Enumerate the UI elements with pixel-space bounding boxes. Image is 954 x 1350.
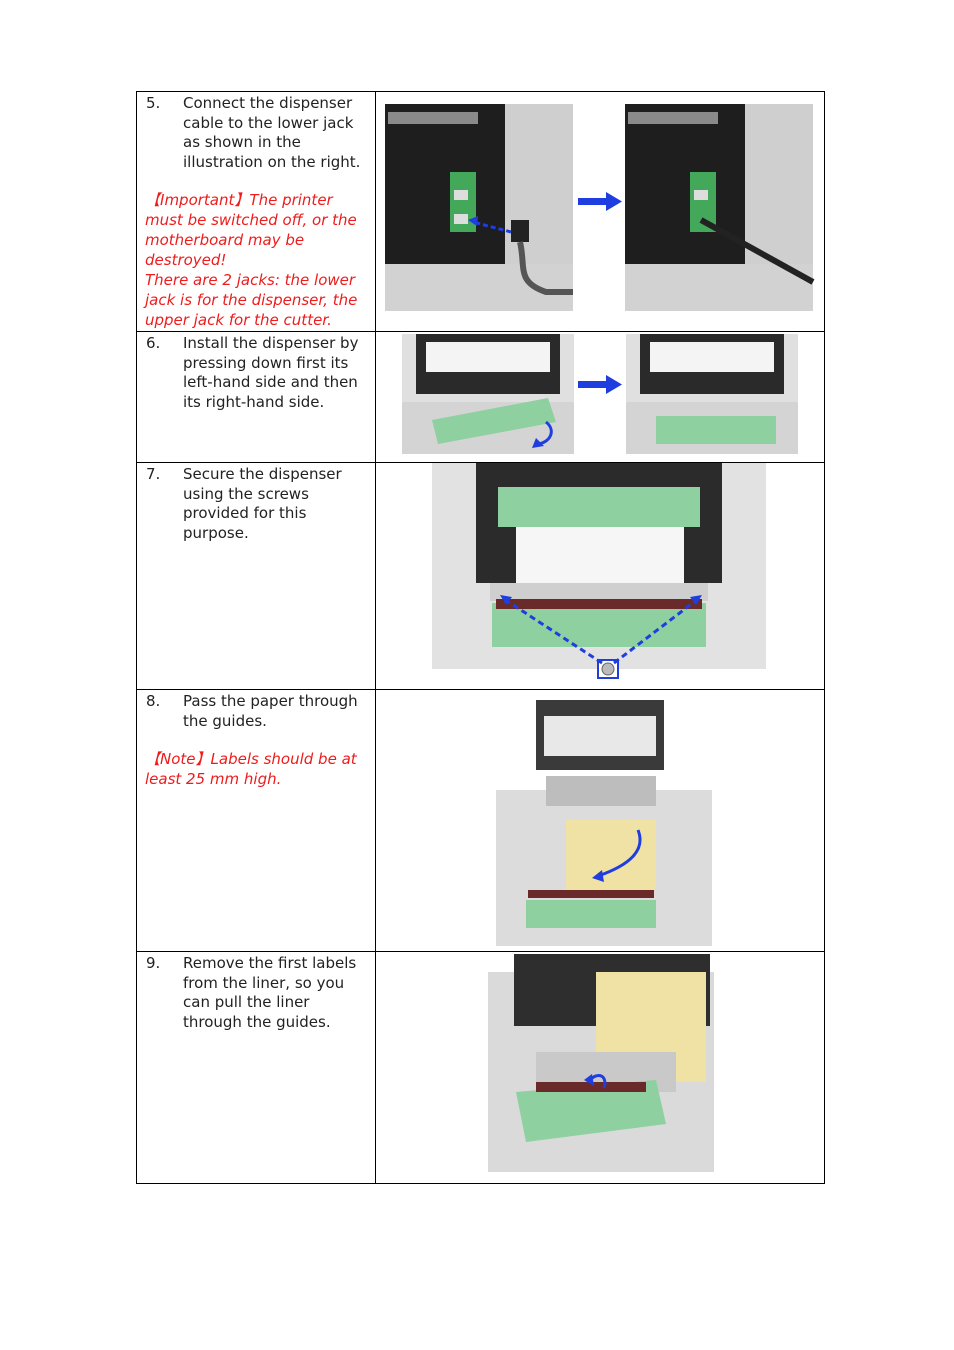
- step-text-cell: 8. Pass the paper through the guides. 【N…: [136, 689, 376, 952]
- printer-jack-before-image: [385, 104, 573, 311]
- step-row-7: 7. Secure the dispenser using the screws…: [136, 462, 825, 690]
- printer-paper-image: [496, 700, 712, 946]
- liner-through-guides-illustration: [488, 954, 714, 1172]
- dispenser-installed-image: [626, 334, 798, 454]
- screw-icon: [597, 659, 619, 679]
- step-instruction: 7. Secure the dispenser using the screws…: [137, 463, 375, 543]
- step-number: 7.: [146, 465, 161, 483]
- step-illustration-cell: [375, 331, 825, 463]
- step-text: Connect the dispenser cable to the lower…: [183, 94, 361, 171]
- next-step-arrow-icon: [578, 375, 622, 394]
- step-row-5: 5. Connect the dispenser cable to the lo…: [136, 91, 825, 332]
- paper-through-guides-illustration: [496, 700, 712, 946]
- next-step-arrow-icon: [578, 192, 622, 211]
- note-extra: There are 2 jacks: the lower jack is for…: [145, 271, 358, 330]
- step-number: 9.: [146, 954, 161, 972]
- printer-jack-after-image: [625, 104, 815, 311]
- step-illustration-cell: [375, 689, 825, 952]
- step-instruction: 5. Connect the dispenser cable to the lo…: [137, 92, 375, 172]
- printer-front-image: [432, 463, 766, 669]
- step-instruction: 9. Remove the first labels from the line…: [137, 952, 375, 1032]
- note-bracket-open: 【: [145, 191, 161, 210]
- steps-table: 5. Connect the dispenser cable to the lo…: [136, 91, 825, 1184]
- printer-liner-image: [488, 954, 714, 1172]
- dispenser-install-illustration: [402, 334, 798, 454]
- step-row-9: 9. Remove the first labels from the line…: [136, 951, 825, 1184]
- important-note: 【Important】The printer must be switched …: [137, 190, 375, 330]
- note-bracket-close: 】: [195, 750, 211, 769]
- note-label: Important: [160, 191, 235, 210]
- step-text: Remove the first labels from the liner, …: [183, 954, 357, 1031]
- note: 【Note】Labels should be at least 25 mm hi…: [137, 749, 375, 789]
- step-text-cell: 5. Connect the dispenser cable to the lo…: [136, 91, 376, 332]
- step-number: 5.: [146, 94, 161, 112]
- step-number: 6.: [146, 334, 161, 352]
- step-text-cell: 9. Remove the first labels from the line…: [136, 951, 376, 1184]
- step-text: Secure the dispenser using the screws pr…: [183, 465, 342, 542]
- note-bracket-close: 】: [234, 191, 250, 210]
- step-illustration-cell: [375, 462, 825, 690]
- note-text: Labels should be at least 25 mm high.: [145, 750, 357, 789]
- note-text: The printer must be switched off, or the…: [145, 191, 357, 270]
- step-row-8: 8. Pass the paper through the guides. 【N…: [136, 689, 825, 952]
- step-instruction: 8. Pass the paper through the guides.: [137, 690, 375, 731]
- note-bracket-open: 【: [145, 750, 161, 769]
- step-number: 8.: [146, 692, 161, 710]
- step-illustration-cell: [375, 951, 825, 1184]
- dispenser-tilted-image: [402, 334, 574, 454]
- step-row-6: 6. Install the dispenser by pressing dow…: [136, 331, 825, 463]
- step-text: Install the dispenser by pressing down f…: [183, 334, 359, 411]
- step-text: Pass the paper through the guides.: [183, 692, 358, 730]
- step-text-cell: 7. Secure the dispenser using the screws…: [136, 462, 376, 690]
- dispenser-screws-illustration: [432, 463, 766, 679]
- step-illustration-cell: [375, 91, 825, 332]
- note-label: Note: [160, 750, 196, 769]
- step-instruction: 6. Install the dispenser by pressing dow…: [137, 332, 375, 412]
- step-text-cell: 6. Install the dispenser by pressing dow…: [136, 331, 376, 463]
- cable-connection-illustration: [385, 104, 815, 311]
